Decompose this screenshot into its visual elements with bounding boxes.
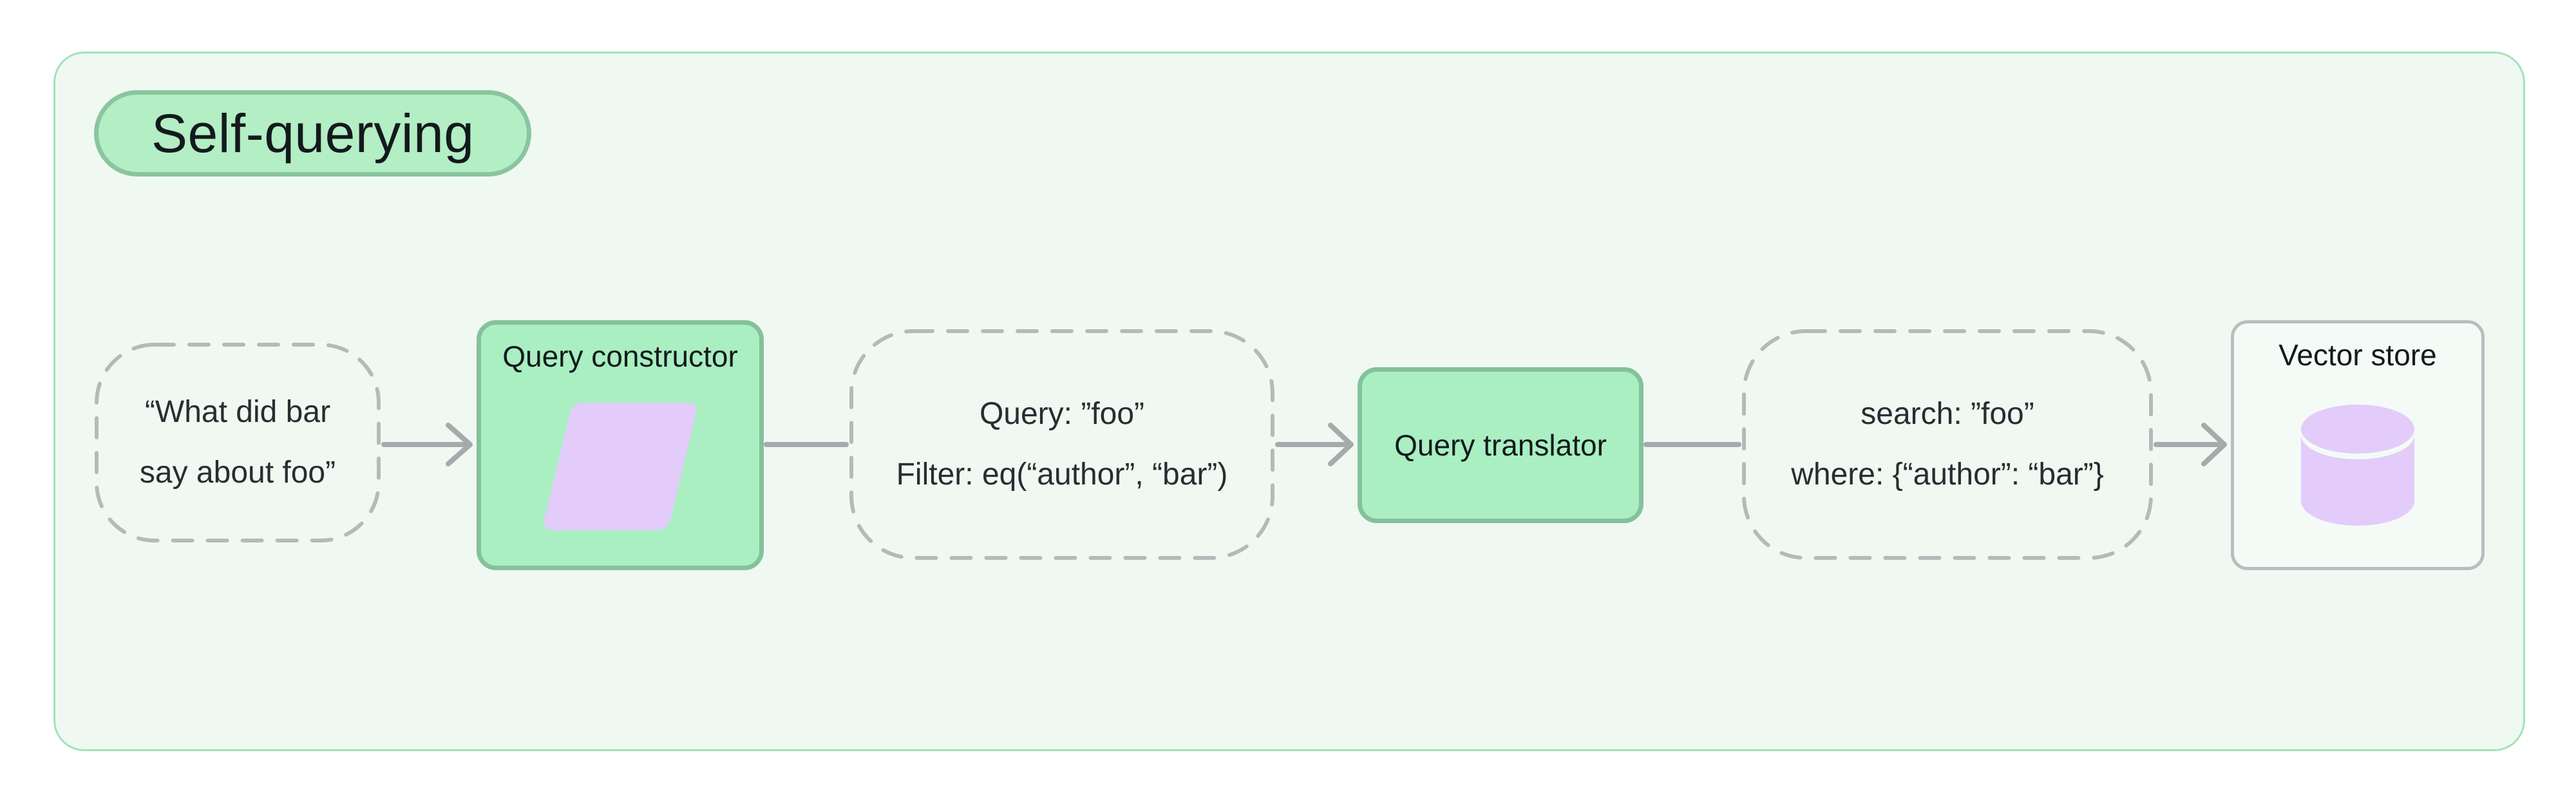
database-icon bbox=[2301, 405, 2414, 526]
query-constructor-label: Query constructor bbox=[502, 340, 738, 373]
structured-query-text: Query: ”foo” Filter: eq(“author”, “bar”) bbox=[849, 329, 1275, 560]
translated-query-text: search: ”foo” where: {“author”: “bar”} bbox=[1741, 329, 2154, 560]
dashed-outline bbox=[95, 343, 381, 542]
diagram-title: Self-querying bbox=[151, 102, 475, 164]
node-query-constructor: Query constructor bbox=[477, 320, 764, 570]
input-question-line2: say about foo” bbox=[139, 455, 336, 490]
dashed-outline bbox=[849, 329, 1274, 560]
flow-line-constructor-to-query bbox=[764, 442, 849, 447]
vector-store-label: Vector store bbox=[2278, 338, 2437, 372]
flow-arrow-input-to-constructor bbox=[381, 423, 473, 466]
translated-query-line2: where: {“author”: “bar”} bbox=[1791, 457, 2104, 492]
input-question-line1: “What did bar bbox=[144, 395, 331, 429]
diagram-title-badge: Self-querying bbox=[94, 90, 532, 177]
input-question-text: “What did bar say about foo” bbox=[94, 342, 381, 543]
flow-arrow-translated-to-vectorstore bbox=[2154, 423, 2227, 466]
flow-line-translator-to-translated bbox=[1643, 442, 1741, 447]
query-translator-label: Query translator bbox=[1394, 428, 1607, 462]
node-query-translator: Query translator bbox=[1358, 367, 1643, 523]
structured-query-line2: Filter: eq(“author”, “bar”) bbox=[896, 457, 1228, 492]
dashed-outline bbox=[1742, 329, 2153, 560]
node-translated-query: search: ”foo” where: {“author”: “bar”} bbox=[1741, 329, 2154, 560]
parallelogram-icon bbox=[542, 403, 699, 530]
node-structured-query: Query: ”foo” Filter: eq(“author”, “bar”) bbox=[849, 329, 1275, 560]
translated-query-line1: search: ”foo” bbox=[1861, 397, 2034, 431]
node-input-question: “What did bar say about foo” bbox=[94, 342, 381, 543]
node-vector-store: Vector store bbox=[2231, 320, 2485, 570]
flow-arrow-query-to-translator bbox=[1275, 423, 1354, 466]
structured-query-line1: Query: ”foo” bbox=[979, 397, 1145, 431]
